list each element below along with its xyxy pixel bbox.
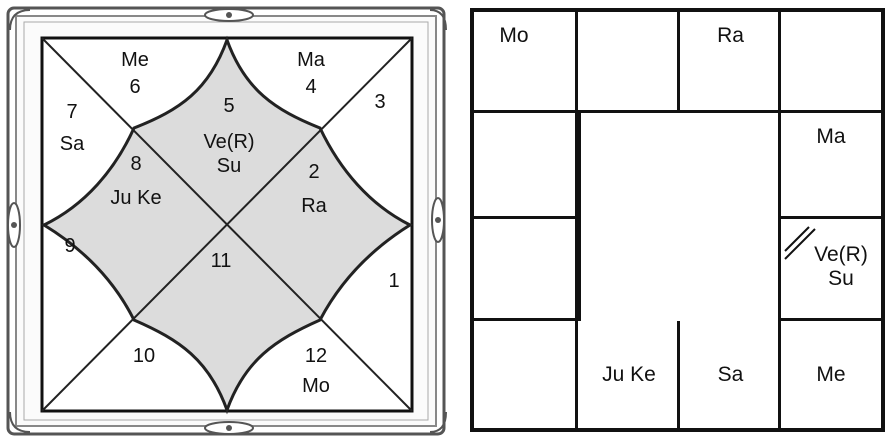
house-3-sign-number: 3 — [374, 91, 385, 113]
south-center-box — [578, 113, 781, 321]
south-cell-r1c3: Ma — [781, 113, 881, 219]
house-1-sign-number: 1 — [388, 270, 399, 292]
south-planet-label: Ma — [781, 125, 881, 149]
house-2-planet: Ra — [301, 195, 327, 217]
south-cell-r3c1: Ju Ke — [578, 321, 680, 428]
south-planet-label: Ra — [680, 24, 781, 48]
house-5-planet: Su — [217, 155, 241, 177]
south-planet-label: Ju Ke — [578, 363, 680, 387]
south-cell-r0c0: Mo — [474, 12, 578, 113]
south-planet-label: Su — [801, 267, 881, 291]
house-6-sign-number: 6 — [129, 76, 140, 98]
ascendant-marker — [783, 221, 823, 261]
south-cell-r2c0 — [474, 219, 578, 321]
south-planet-label: Sa — [680, 363, 781, 387]
house-9-sign-number: 9 — [64, 235, 75, 257]
south-planet-label: Me — [781, 363, 881, 387]
house-8-planet: Ju Ke — [110, 187, 161, 209]
south-cell-r0c1 — [578, 12, 680, 113]
south-cell-r0c2: Ra — [680, 12, 781, 113]
house-10-sign-number: 10 — [133, 345, 155, 367]
south-cell-r3c0 — [474, 321, 578, 428]
house-12-sign-number: 12 — [305, 345, 327, 367]
ornament-right — [432, 198, 444, 242]
south-planet-label: Mo — [474, 24, 554, 48]
south-cell-r3c2: Sa — [680, 321, 781, 428]
house-7-planet: Sa — [60, 133, 85, 155]
ornament-left — [8, 203, 20, 247]
house-7-sign-number: 7 — [66, 101, 77, 123]
house-8-sign-number: 8 — [130, 153, 141, 175]
house-12-planet: Mo — [302, 375, 330, 397]
south-cell-r0c3 — [781, 12, 881, 113]
ornament-top — [205, 9, 253, 21]
ornament-bottom — [205, 422, 253, 434]
house-2-sign-number: 2 — [308, 161, 319, 183]
house-6-planet: Me — [121, 49, 149, 71]
house-4-planet: Ma — [297, 49, 326, 71]
house-5-planet: Ve(R) — [203, 131, 254, 153]
house-11-sign-number: 11 — [211, 250, 232, 272]
house-5-sign-number: 5 — [223, 95, 234, 117]
south-cell-r1c0 — [474, 113, 578, 219]
south-cell-r3c3: Me — [781, 321, 881, 428]
house-4-sign-number: 4 — [305, 76, 316, 98]
